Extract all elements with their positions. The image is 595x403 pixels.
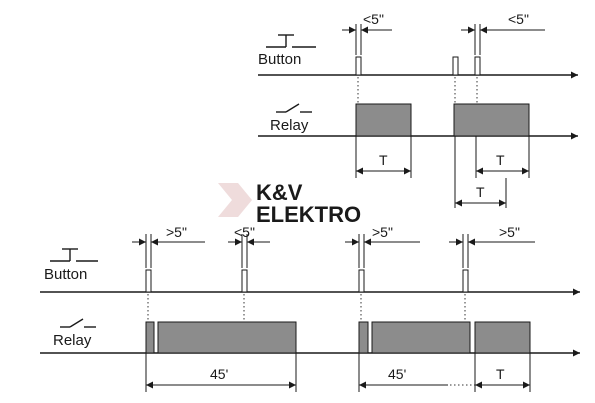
- top-diagram: Button <5" <5" Relay: [258, 11, 578, 208]
- bottom-dim-45-2: 45': [388, 366, 406, 382]
- bottom-dim-gt5-1: >5": [166, 224, 187, 240]
- top-button-label: Button: [258, 51, 301, 68]
- bottom-button-symbol-icon: [50, 248, 98, 262]
- top-dim-t-1: T: [379, 152, 388, 168]
- bottom-dim-lt5: <5": [234, 224, 255, 240]
- top-relay-on-bar: [355, 103, 412, 137]
- bottom-dim-45-1: 45': [210, 366, 228, 382]
- watermark-line2: ELEKTRO: [256, 202, 361, 227]
- watermark-logo-icon: [218, 183, 252, 217]
- top-button-pulse: [474, 56, 481, 76]
- bottom-relay-on-bar: [371, 321, 471, 354]
- top-dim-t-2: T: [496, 152, 505, 168]
- watermark: K&V ELEKTRO: [218, 180, 361, 227]
- top-dim-lt5-2: <5": [508, 11, 529, 27]
- bottom-button-label: Button: [44, 266, 87, 283]
- watermark-line1: K&V: [256, 180, 303, 205]
- top-relay-on-bar: [453, 103, 530, 137]
- bottom-button-pulse: [145, 269, 152, 293]
- top-relay-label: Relay: [270, 117, 309, 134]
- bottom-relay-on-bar: [474, 321, 531, 354]
- top-dim-t-3: T: [476, 184, 485, 200]
- bottom-relay-on-bar: [145, 321, 155, 354]
- bottom-diagram: Button >5" <5" >5" >5": [40, 224, 580, 392]
- top-dim-lt5-1: <5": [363, 11, 384, 27]
- top-relay-symbol-icon: [276, 103, 312, 113]
- bottom-relay-on-bar: [358, 321, 369, 354]
- bottom-button-pulse: [462, 269, 469, 293]
- bottom-relay-on-bar: [157, 321, 297, 354]
- bottom-dim-gt5-3: >5": [499, 224, 520, 240]
- bottom-relay-symbol-icon: [60, 318, 96, 328]
- bottom-relay-label: Relay: [53, 332, 92, 349]
- top-button-pulse: [452, 56, 459, 76]
- bottom-button-pulse: [241, 269, 248, 293]
- top-button-pulse: [355, 56, 362, 76]
- bottom-button-pulse: [358, 269, 365, 293]
- bottom-dim-gt5-2: >5": [372, 224, 393, 240]
- bottom-dim-t: T: [496, 366, 505, 382]
- top-button-symbol-icon: [266, 34, 316, 48]
